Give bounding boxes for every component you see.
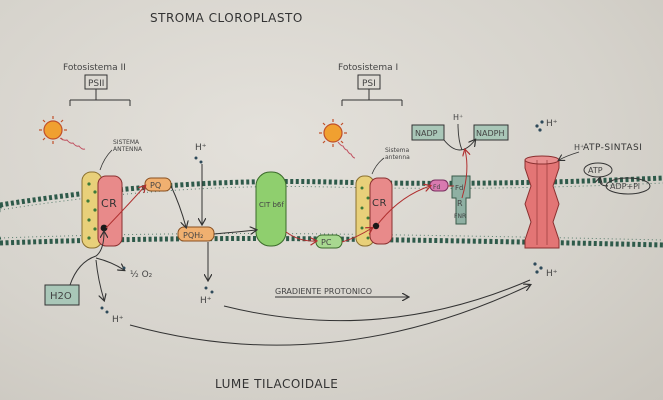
- gradient-label: GRADIENTE PROTONICO: [275, 287, 372, 296]
- cytochrome-b6f: [255, 171, 287, 247]
- lumen-title: LUME TILACOIDALE: [215, 377, 338, 391]
- pqh2-to-cyt-arrow: [213, 230, 256, 234]
- ps1-antenna-label-1: Sistema: [385, 147, 409, 154]
- pc-to-ps1-arrow: [341, 228, 372, 243]
- ps2-center-label: CR: [101, 197, 117, 210]
- water-proton-arrow: [95, 259, 104, 300]
- ps1-heading: Fotosistema I: [338, 63, 398, 73]
- ps2-heading: Fotosistema II: [63, 63, 126, 73]
- atp-formation-arrow: [600, 178, 609, 187]
- nadp-proton-arrow: [457, 123, 463, 151]
- photosystem-ii-complex: [81, 171, 123, 249]
- atp-text: ATP: [588, 166, 603, 175]
- fnr-r-label: R: [457, 199, 463, 208]
- water-to-ps2-arrow: [69, 232, 104, 286]
- stroma-title: STROMA CLOROPLASTO: [150, 11, 303, 25]
- proton-dots-lumen: [533, 262, 543, 274]
- pq-to-pqh2-arrow: [170, 185, 186, 227]
- proton-flow-arrow-2: [223, 279, 531, 322]
- water-box: [44, 284, 80, 306]
- nadp-box: [411, 124, 445, 141]
- lumen-proton-synthase: H⁺: [546, 269, 558, 279]
- fnr-fd-label: Fd: [455, 184, 463, 192]
- nadph-box: [473, 124, 509, 141]
- ps2-antenna-label-1: SISTEMA: [113, 139, 140, 146]
- nadph-label: NADPH: [476, 129, 504, 138]
- ps1-center-label: CR: [372, 198, 387, 209]
- fnr-to-nadp-arrow: [461, 150, 467, 199]
- proton-flow-arrow-1: [129, 285, 530, 346]
- fnr-label: FNR: [454, 213, 466, 220]
- ps1-box-label: PSI: [362, 79, 376, 89]
- ps2-box-label: PSII: [88, 79, 104, 89]
- proton-dots-stroma: [535, 120, 544, 132]
- lumen-proton-water: H⁺: [112, 315, 124, 325]
- atp-label-pointer: [559, 151, 580, 160]
- oxygen-arrow: [95, 257, 124, 270]
- cyt-to-pc-arrow: [285, 231, 316, 241]
- ps2-antenna-pointer: [99, 149, 113, 171]
- stroma-proton-synthase: H⁺: [546, 119, 558, 129]
- ps1-antenna-pointer: [371, 157, 385, 175]
- pqh2-label: PQH₂: [183, 231, 203, 240]
- nadp-reduction-arrow: [443, 140, 475, 151]
- oxygen-label: ½ O₂: [130, 270, 153, 280]
- atp-synthase-label: ATP-SINTASI: [583, 143, 642, 153]
- sun-icon: [39, 116, 86, 150]
- cyt-label: CIT b6f: [259, 201, 284, 209]
- water-label: H2O: [50, 291, 72, 302]
- ps2-to-pq-arrow: [105, 186, 145, 229]
- stroma-proton-cyt: H⁺: [195, 143, 207, 153]
- pq-label: PQ: [150, 181, 161, 190]
- ps1-bracket: [341, 89, 403, 106]
- atp-proton: H⁺: [574, 143, 584, 152]
- pc-label: PC: [321, 238, 332, 247]
- nadp-label: NADP: [415, 129, 438, 138]
- adp-text: ADP+Pi: [610, 182, 640, 191]
- ps2-antenna-label-2: ANTENNA: [113, 146, 143, 153]
- ps2-bracket: [69, 89, 131, 106]
- fd-small-label: Fd: [433, 184, 440, 191]
- ps1-antenna-label-2: antenna: [385, 154, 410, 161]
- ps1-to-fd-arrow: [377, 186, 430, 225]
- atp-synthase: [524, 155, 560, 249]
- nadp-proton: H⁺: [453, 113, 463, 122]
- sun-icon: [319, 119, 356, 159]
- fnr-enzyme: [451, 175, 471, 225]
- photosystem-i-complex: [355, 175, 393, 247]
- lumen-proton-cyt: H⁺: [200, 296, 212, 306]
